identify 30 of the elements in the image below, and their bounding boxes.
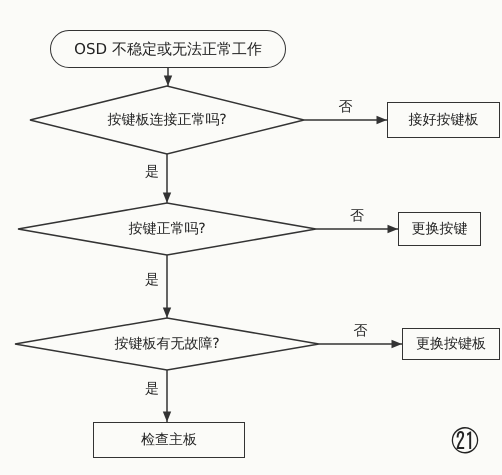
arrow — [304, 116, 387, 124]
process-box — [93, 422, 245, 458]
node-label: 检查主板 — [141, 431, 197, 449]
edge-label: 是 — [145, 164, 159, 178]
edge-label: 否 — [354, 324, 368, 338]
start-terminal — [50, 30, 286, 68]
node-label: 按键板有无故障? — [114, 335, 220, 353]
arrow — [316, 224, 398, 234]
arrow — [162, 154, 172, 203]
edge-label: 是 — [145, 272, 159, 286]
process-box — [387, 102, 500, 138]
node-label: 按键正常吗? — [128, 220, 206, 238]
process-box — [398, 212, 481, 246]
edge-label: 是 — [145, 382, 159, 396]
decision-diamond — [30, 86, 304, 154]
decision-diamond — [15, 318, 319, 370]
figure-number: ㉑ — [451, 428, 479, 456]
node-label: 接好按键板 — [408, 111, 478, 129]
arrow — [162, 255, 172, 318]
node-label: 按键板连接正常吗? — [107, 111, 227, 129]
edge-label: 否 — [350, 209, 364, 223]
node-label: 更换按键板 — [416, 335, 486, 353]
decision-diamond — [18, 203, 316, 255]
node-label: OSD 不稳定或无法正常工作 — [74, 40, 262, 58]
edge-label: 否 — [338, 100, 352, 114]
arrow — [319, 340, 402, 348]
node-label: 更换按键 — [412, 220, 468, 238]
arrow — [164, 68, 172, 86]
arrow — [162, 370, 172, 422]
process-box — [402, 328, 500, 360]
